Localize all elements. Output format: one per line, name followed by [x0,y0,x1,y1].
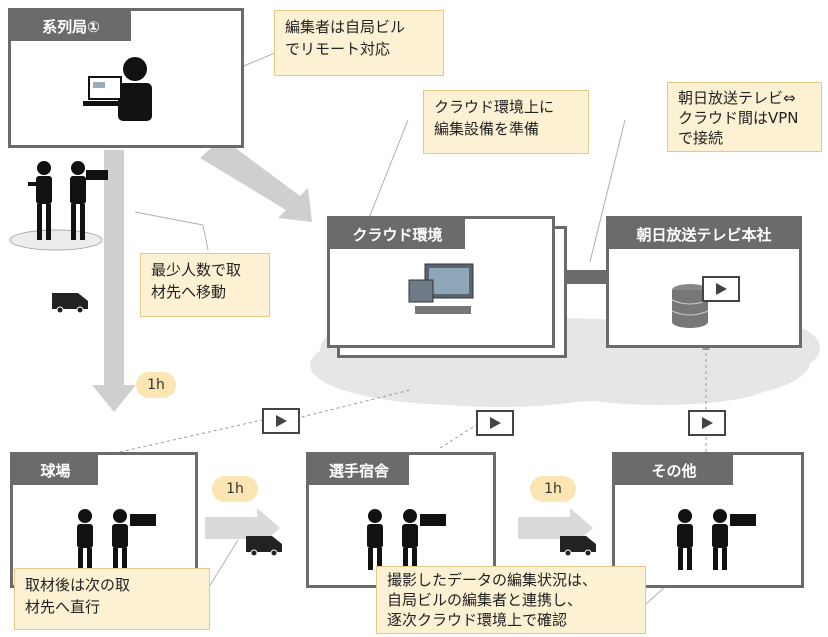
video-clip-icon [688,410,726,436]
note-edit-status-line1: 撮影したデータの編集状況は、 [387,571,598,589]
note-vpn-line2: クラウド間はVPN [678,109,799,127]
workstation-icon [408,263,474,314]
note-cloud-setup: クラウド環境上に 編集設備を準備 [423,90,589,154]
database-icon [671,284,709,328]
stadium-title: 球場 [13,455,98,485]
note-remote-line1: 編集者は自局ビル [285,18,406,36]
note-next-site: 取材後は次の取 材先へ直行 [14,568,210,630]
van-icon [246,536,282,556]
note-edit-status-line2: 自局ビルの編集者と連携し、 [387,591,583,609]
note-remote-line2: でリモート対応 [285,40,391,58]
note-min-staff: 最少人数で取 材先へ移動 [140,253,270,317]
note-edit-status-line3: 逐次クラウド環境上で確認 [387,611,568,629]
person-at-computer-icon [83,57,152,121]
local-station-title: 系列局① [11,11,131,41]
note-remote: 編集者は自局ビル でリモート対応 [274,10,444,76]
other-title: その他 [615,455,733,485]
note-vpn-line3: で接続 [678,129,724,147]
note-next-site-line1: 取材後は次の取 [25,576,131,594]
camera-crew-icon [77,509,156,570]
down-arrow [92,150,136,412]
duration-pill-3: 1h [530,476,576,502]
dorm-title: 選手宿舎 [309,455,409,485]
hq-title: 朝日放送テレビ本社 [609,219,799,249]
duration-pill-2: 1h [212,476,258,502]
note-next-site-line2: 材先へ直行 [25,598,101,616]
data-flow-lines [119,345,707,453]
van-icon [52,293,88,313]
note-cloud-setup-line1: クラウド環境上に [434,98,555,116]
note-vpn: 朝日放送テレビ⇔ クラウド間はVPN で接続 [667,82,822,152]
camera-crew-icon [367,509,446,570]
video-clip-icon [702,276,740,302]
cloud-environment-title: クラウド環境 [330,219,465,249]
diagonal-arrow [200,138,312,222]
note-cloud-setup-line2: 編集設備を準備 [434,120,540,138]
camera-crew-icon [9,161,108,251]
camera-crew-icon [677,509,756,570]
video-clip-icon [262,408,300,434]
video-clip-icon [476,410,514,436]
vpn-link [558,270,608,284]
note-min-staff-line2: 材先へ移動 [151,283,227,301]
note-min-staff-line1: 最少人数で取 [151,261,242,279]
note-edit-status: 撮影したデータの編集状況は、 自局ビルの編集者と連携し、 逐次クラウド環境上で確… [376,566,646,634]
van-icon [560,536,596,556]
duration-pill-1: 1h [136,372,176,398]
note-vpn-line1: 朝日放送テレビ⇔ [678,89,796,107]
